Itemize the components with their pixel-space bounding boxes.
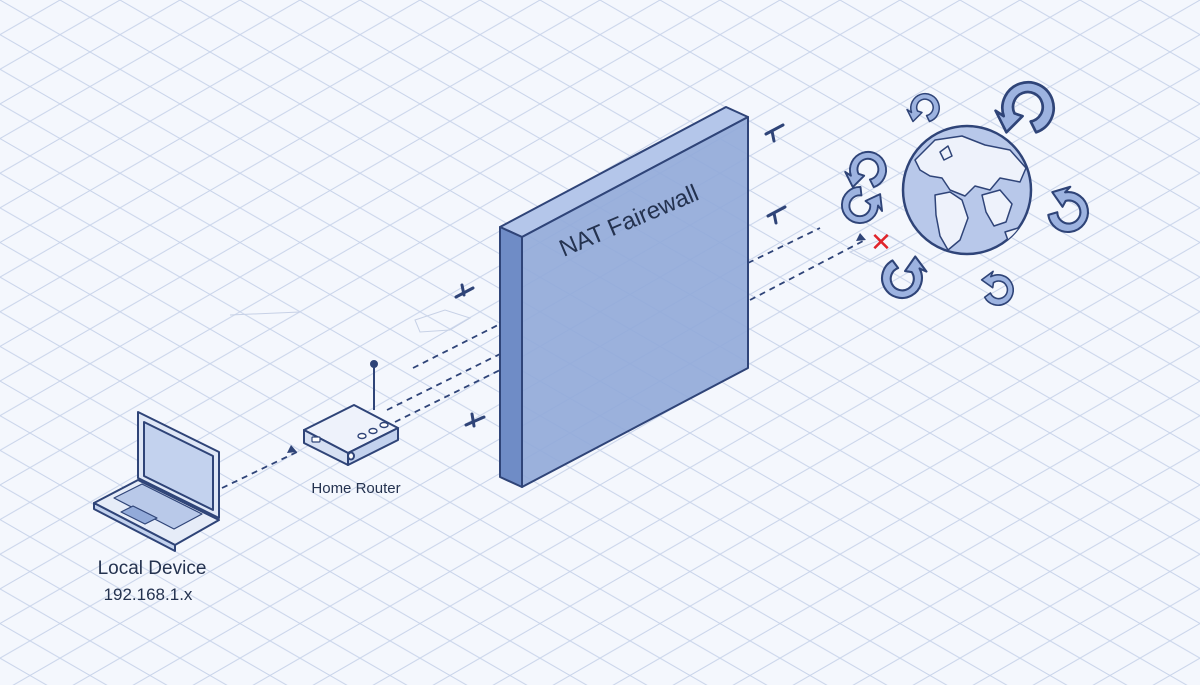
blocked-x-icon: ✕: [870, 228, 892, 258]
rotate-arrow-icon: [980, 270, 1015, 306]
rotate-arrow-icon: [1047, 185, 1089, 234]
rotate-arrows: [841, 80, 1089, 306]
local-device-ip: 192.168.1.x: [104, 585, 193, 604]
small-arrow-icon: [454, 283, 475, 299]
small-arrow-icon: [766, 205, 787, 225]
nat-firewall-wall: [499, 106, 749, 488]
router-firewall-link-upper: [412, 323, 501, 369]
small-arrow-icon: [287, 445, 297, 453]
globe-icon: [901, 124, 1033, 256]
firewall-side: [499, 226, 523, 488]
small-arrow-icon: [464, 412, 486, 428]
router-label: Home Router: [311, 480, 400, 497]
local-device-name: Local Device: [98, 558, 207, 579]
firewall-face: [521, 116, 749, 488]
laptop-router-link: [221, 451, 298, 489]
router-icon: [303, 360, 399, 466]
connection-lines: [221, 227, 866, 489]
rotate-arrow-icon: [880, 255, 928, 299]
faint-packets: [229, 235, 907, 333]
small-arrow-icon: [764, 123, 785, 143]
laptop-icon: [93, 411, 220, 552]
rotate-arrow-icon: [994, 80, 1055, 134]
rotate-arrow-icon: [841, 186, 884, 225]
rotate-arrow-icon: [844, 150, 887, 189]
rotate-arrow-icon: [906, 92, 941, 123]
small-arrow-icon: [856, 233, 866, 241]
firewall-internet-link-upper: [747, 227, 821, 264]
small-arrow-icons: [454, 123, 787, 428]
router-firewall-link-lower: [394, 369, 501, 423]
